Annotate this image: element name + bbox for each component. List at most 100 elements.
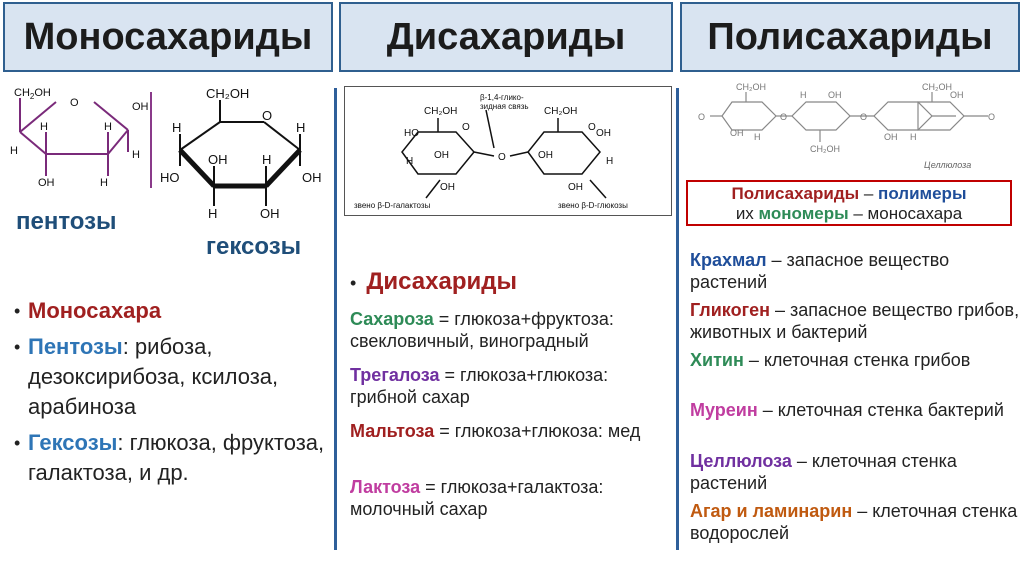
mono-item-pentoses: Пентозы: рибоза, дезоксирибоза, ксилоза,… bbox=[14, 332, 332, 422]
header-monosaccharides: Моносахариды bbox=[3, 2, 333, 72]
pentose-h-2: H bbox=[10, 145, 18, 157]
cell-o-4: O bbox=[988, 112, 995, 122]
di-rest-maltose: = глюкоза+глюкоза: мед bbox=[434, 421, 641, 441]
pentose-oh-1: OH bbox=[132, 101, 149, 113]
cell-oh-2: OH bbox=[828, 90, 842, 100]
mono-rest-pentoses: : рибоза, дезоксирибоза, ксилоза, арабин… bbox=[28, 334, 279, 419]
cell-ch2oh-1: CH₂OH bbox=[736, 82, 766, 92]
hexose-h-2: H bbox=[296, 120, 305, 135]
poly-term-chitin: Хитин bbox=[690, 350, 744, 370]
di-rest-trehalose: = глюкоза+глюкоза: грибной сахар bbox=[350, 365, 609, 407]
cellulose-structure: O O O O CH₂OH CH₂OH CH₂OH OH H OH H OH H… bbox=[698, 82, 995, 170]
poly-rest-cellulose: – клеточная стенка растений bbox=[690, 451, 957, 493]
poly-term-starch: Крахмал bbox=[690, 250, 767, 270]
cell-o-3: O bbox=[860, 112, 867, 122]
hexose-oh-1: OH bbox=[302, 170, 322, 185]
cell-oh-3: OH bbox=[884, 132, 898, 142]
cell-oh-1: OH bbox=[730, 128, 744, 138]
pentose-oh-2: OH bbox=[38, 177, 55, 189]
cellulose-caption: Целлюлоза bbox=[924, 160, 971, 170]
cell-o-1: O bbox=[698, 112, 705, 122]
mono-item-monosugars: Моносахара bbox=[14, 296, 332, 326]
di-o-bridge: O bbox=[498, 152, 506, 163]
poly-term-murein: Муреин bbox=[690, 400, 758, 420]
header-disaccharides: Дисахариды bbox=[339, 2, 673, 72]
di-item-sucrose: Сахароза = глюкоза+фруктоза: свекловичны… bbox=[350, 308, 670, 352]
mono-rest-hexoses: : глюкоза, фруктоза, галактоза, и др. bbox=[28, 430, 325, 485]
di-gal-label: звено β-D-галактозы bbox=[354, 201, 431, 210]
poly-def-their: их bbox=[735, 204, 759, 223]
poly-def-polymers: полимеры bbox=[878, 184, 967, 203]
mono-item-hexoses: Гексозы: глюкоза, фруктоза, галактоза, и… bbox=[14, 428, 332, 488]
divider-right bbox=[676, 88, 679, 550]
di-ho: HO bbox=[404, 128, 419, 139]
poly-term-cellulose: Целлюлоза bbox=[690, 451, 792, 471]
cell-h-2: H bbox=[800, 90, 807, 100]
di-glu-label: звено β-D-глюкозы bbox=[558, 201, 628, 210]
di-term-lactose: Лактоза bbox=[350, 477, 421, 497]
poly-item-agar: Агар и ламинарин – клеточная стенка водо… bbox=[690, 500, 1020, 544]
cell-h-3: H bbox=[910, 132, 917, 142]
di-item-trehalose: Трегалоза = глюкоза+глюкоза: грибной сах… bbox=[350, 364, 670, 408]
di-oh-1: OH bbox=[596, 128, 611, 139]
poly-def-monomers: мономеры bbox=[758, 204, 849, 223]
di-oh-5: OH bbox=[568, 182, 583, 193]
di-term-trehalose: Трегалоза bbox=[350, 365, 440, 385]
poly-rest-murein: – клеточная стенка бактерий bbox=[757, 400, 1004, 420]
di-oh-4: OH bbox=[440, 182, 455, 193]
hexose-h-3: H bbox=[262, 152, 271, 167]
disaccharide-structure: CH₂OH CH₂OH O O O HO OH OH OH OH OH H H … bbox=[344, 86, 672, 216]
poly-item-cellulose: Целлюлоза – клеточная стенка растений bbox=[690, 450, 1020, 494]
poly-rest-glycogen: – запасное вещество грибов, животных и б… bbox=[690, 300, 1020, 342]
mono-term-pentoses: Пентозы bbox=[28, 334, 123, 359]
mono-term-hexoses: Гексозы bbox=[28, 430, 118, 455]
poly-rest-starch: – запасное вещество растений bbox=[690, 250, 950, 292]
hexose-oh-2: OH bbox=[208, 152, 228, 167]
di-heading: • Дисахариды bbox=[350, 268, 517, 296]
di-bond-label-2: зидная связь bbox=[480, 102, 529, 111]
hexose-h-1: H bbox=[172, 120, 181, 135]
cell-oh-4: OH bbox=[950, 90, 964, 100]
poly-item-glycogen: Гликоген – запасное вещество грибов, жив… bbox=[690, 299, 1020, 343]
mono-term-monosugars: Моносахара bbox=[28, 298, 162, 323]
hexose-oh-3: OH bbox=[260, 206, 280, 221]
hexose-ch2oh: CH₂OH bbox=[206, 86, 249, 101]
di-oh-3: OH bbox=[538, 150, 553, 161]
di-rest-sucrose: = глюкоза+фруктоза: свекловичный, виногр… bbox=[350, 309, 614, 351]
di-heading-text: Дисахариды bbox=[366, 268, 517, 295]
divider-left bbox=[334, 88, 337, 550]
header-polysaccharides-text: Полисахариды bbox=[707, 15, 993, 58]
di-item-lactose: Лактоза = глюкоза+галактоза: молочный са… bbox=[350, 476, 670, 520]
poly-definition-box: Полисахариды – полимеры их мономеры – мо… bbox=[686, 180, 1012, 226]
poly-term-agar: Агар и ламинарин bbox=[690, 501, 853, 521]
pentose-ch2oh: CH2OH bbox=[14, 87, 51, 101]
hexose-label: гексозы bbox=[206, 233, 302, 260]
di-bond-label-1: β-1,4-глико- bbox=[480, 93, 524, 102]
pentose-structure: CH2OH O OH H H H H OH H bbox=[10, 87, 149, 189]
di-o-ring-2: O bbox=[588, 122, 596, 133]
hexose-h-4: H bbox=[208, 206, 217, 221]
cell-h-1: H bbox=[754, 132, 761, 142]
di-h-2: H bbox=[606, 156, 613, 167]
poly-rest-agar: – клеточная стенка водорослей bbox=[690, 501, 1018, 543]
poly-item-chitin: Хитин – клеточная стенка грибов bbox=[690, 349, 1020, 371]
hexose-o: O bbox=[262, 108, 272, 123]
poly-def-dash: – bbox=[859, 184, 879, 203]
pentose-h-3: H bbox=[40, 121, 48, 133]
di-item-maltose: Мальтоза = глюкоза+глюкоза: мед bbox=[350, 420, 670, 442]
divider-molecules bbox=[150, 92, 152, 188]
di-heading-bullet-icon: • bbox=[350, 273, 357, 293]
pentose-h-4: H bbox=[104, 121, 112, 133]
hexose-structure: CH₂OH O H H HO OH OH H H OH bbox=[160, 86, 322, 221]
cell-ch2oh-2: CH₂OH bbox=[810, 144, 840, 154]
hexose-ho: HO bbox=[160, 170, 180, 185]
di-ch2oh-2: CH₂OH bbox=[544, 106, 577, 117]
pentose-h-5: H bbox=[100, 177, 108, 189]
header-disaccharides-text: Дисахариды bbox=[386, 15, 626, 58]
cell-o-2: O bbox=[780, 112, 787, 122]
pentose-h-1: H bbox=[132, 149, 140, 161]
di-term-sucrose: Сахароза bbox=[350, 309, 434, 329]
poly-item-starch: Крахмал – запасное вещество растений bbox=[690, 249, 1020, 293]
poly-def-term: Полисахариды bbox=[731, 184, 860, 203]
header-polysaccharides: Полисахариды bbox=[680, 2, 1020, 72]
